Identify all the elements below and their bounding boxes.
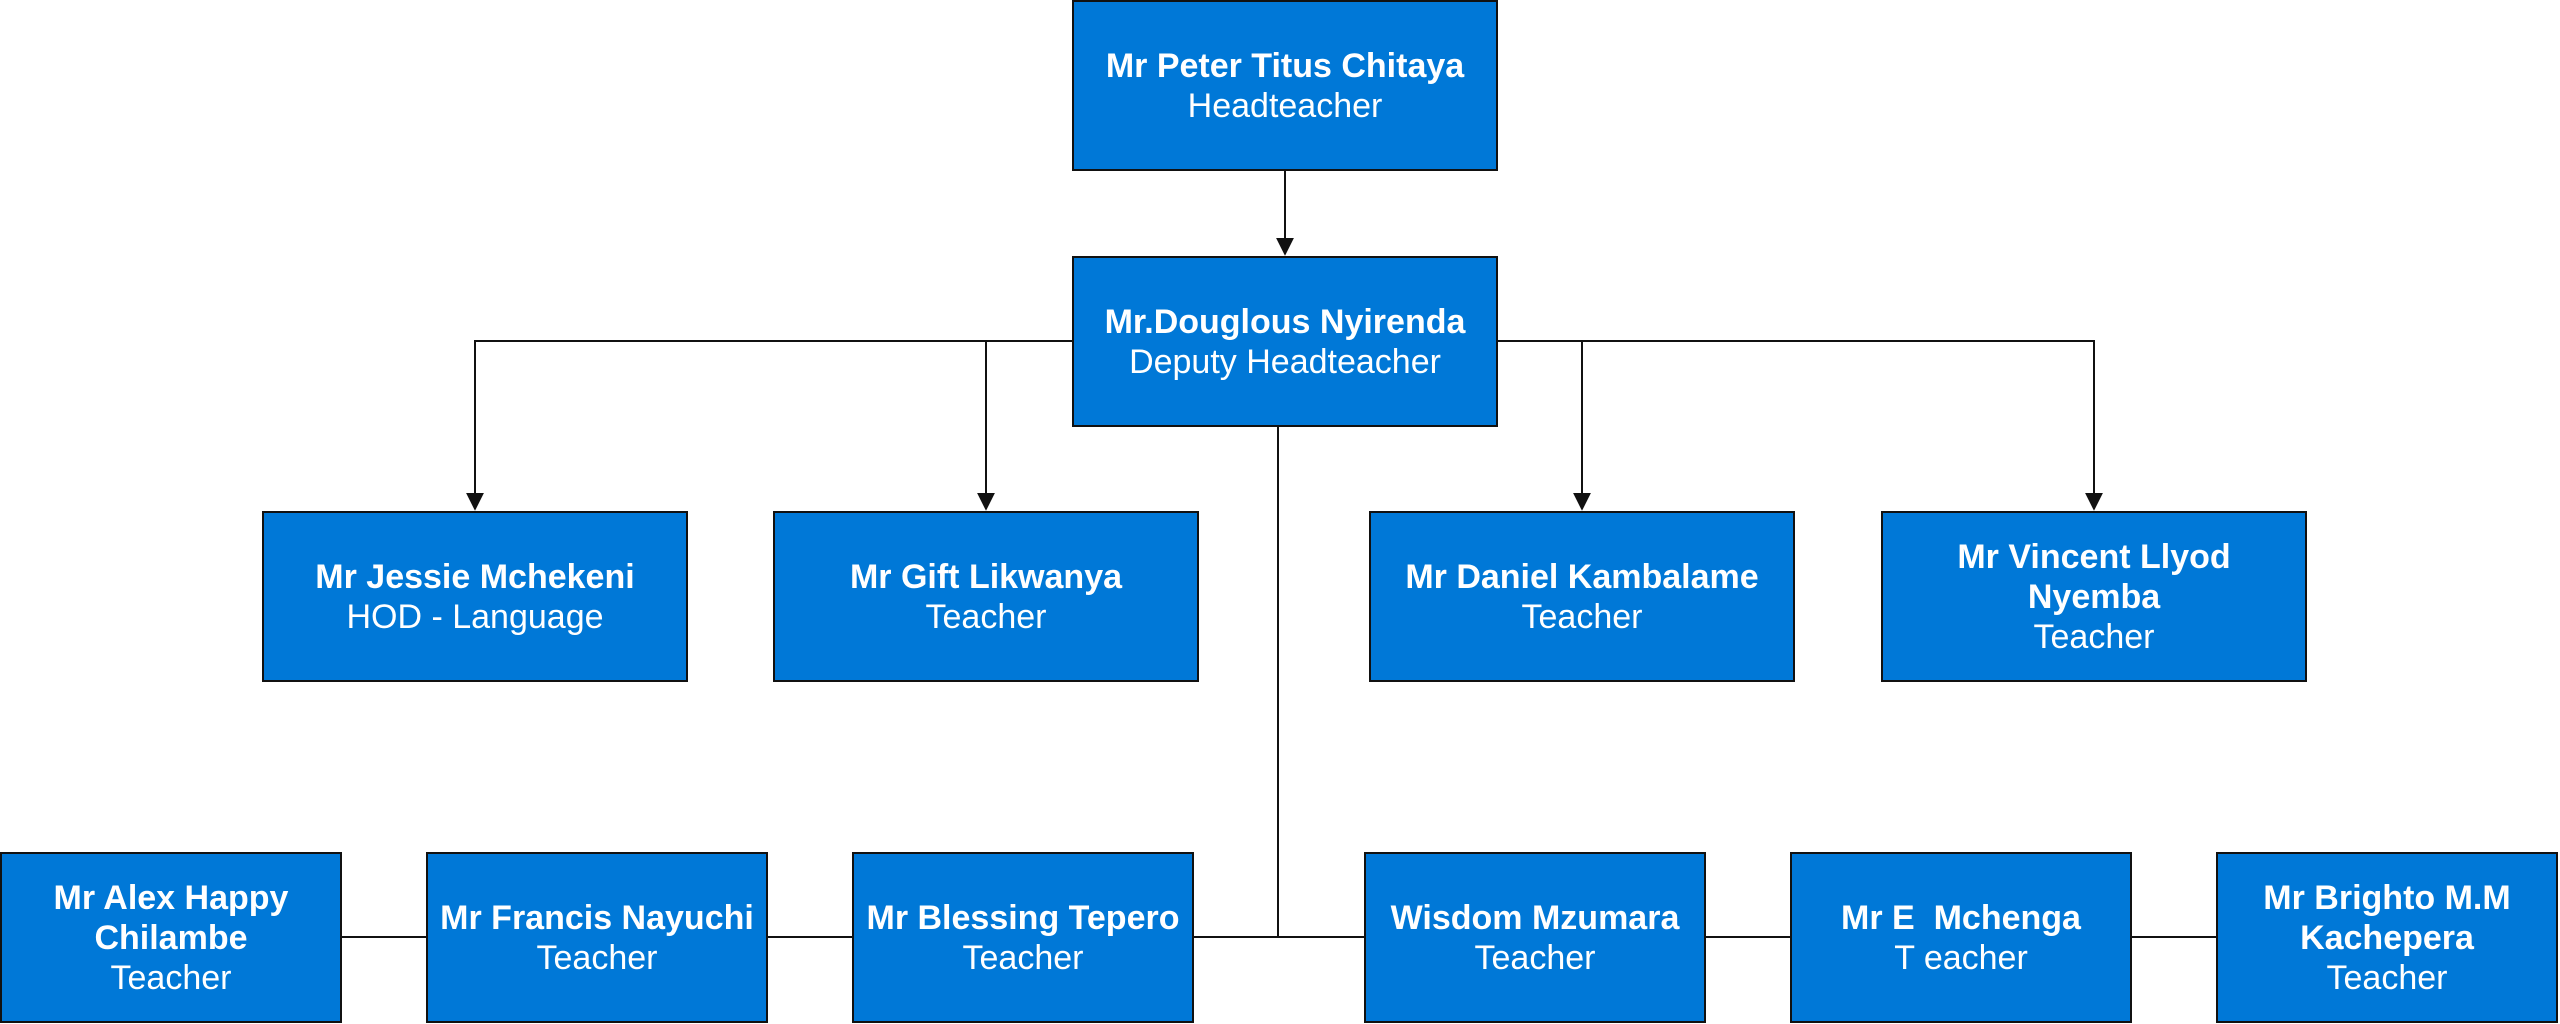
node-role: Teacher <box>1521 597 1643 636</box>
node-gift-likwanya: Mr Gift Likwanya Teacher <box>773 511 1199 682</box>
node-wisdom-mzumara: Wisdom Mzumara Teacher <box>1364 852 1706 1023</box>
node-daniel-kambalame: Mr Daniel Kambalame Teacher <box>1369 511 1795 682</box>
node-name: Mr Jessie Mchekeni <box>315 557 635 596</box>
node-vincent-nyemba: Mr Vincent Llyod Nyemba Teacher <box>1881 511 2307 682</box>
node-name: Mr Gift Likwanya <box>849 557 1123 596</box>
node-role: Headteacher <box>1187 86 1383 125</box>
node-name: Mr Francis Nayuchi <box>440 898 754 937</box>
node-jessie-mchekeni: Mr Jessie Mchekeni HOD - Language <box>262 511 688 682</box>
node-name: Mr Peter Titus Chitaya <box>1105 46 1465 85</box>
node-role: Deputy Headteacher <box>1129 342 1441 381</box>
node-name: Wisdom Mzumara <box>1390 898 1680 937</box>
node-headteacher: Mr Peter Titus Chitaya Headteacher <box>1072 0 1498 171</box>
node-role: Teacher <box>2033 617 2155 656</box>
node-role: Teacher <box>925 597 1047 636</box>
node-brighto-kachepera: Mr Brighto M.M Kachepera Teacher <box>2216 852 2558 1023</box>
node-name: Mr Brighto M.M Kachepera <box>2263 878 2511 957</box>
node-e-mchenga: Mr E Mchenga T eacher <box>1790 852 2132 1023</box>
node-role: Teacher <box>2326 958 2448 997</box>
node-name: Mr Vincent Llyod Nyemba <box>1957 537 2231 616</box>
node-role: HOD - Language <box>346 597 604 636</box>
connector-deputy-to-jessie <box>466 340 1072 511</box>
node-deputy-headteacher: Mr.Douglous Nyirenda Deputy Headteacher <box>1072 256 1498 427</box>
connector-deputy-to-vincent <box>1498 340 2103 511</box>
node-name: Mr Blessing Tepero <box>866 898 1180 937</box>
node-francis-nayuchi: Mr Francis Nayuchi Teacher <box>426 852 768 1023</box>
node-role: Teacher <box>110 958 232 997</box>
node-role: Teacher <box>962 938 1084 977</box>
node-role: T eacher <box>1894 938 2028 977</box>
node-name: Mr Daniel Kambalame <box>1405 557 1759 596</box>
node-alex-chilambe: Mr Alex Happy Chilambe Teacher <box>0 852 342 1023</box>
node-role: Teacher <box>1474 938 1596 977</box>
node-role: Teacher <box>536 938 658 977</box>
node-name: Mr.Douglous Nyirenda <box>1104 302 1466 341</box>
node-blessing-tepero: Mr Blessing Tepero Teacher <box>852 852 1194 1023</box>
node-name: Mr E Mchenga <box>1841 898 2081 937</box>
node-name: Mr Alex Happy Chilambe <box>53 878 289 957</box>
